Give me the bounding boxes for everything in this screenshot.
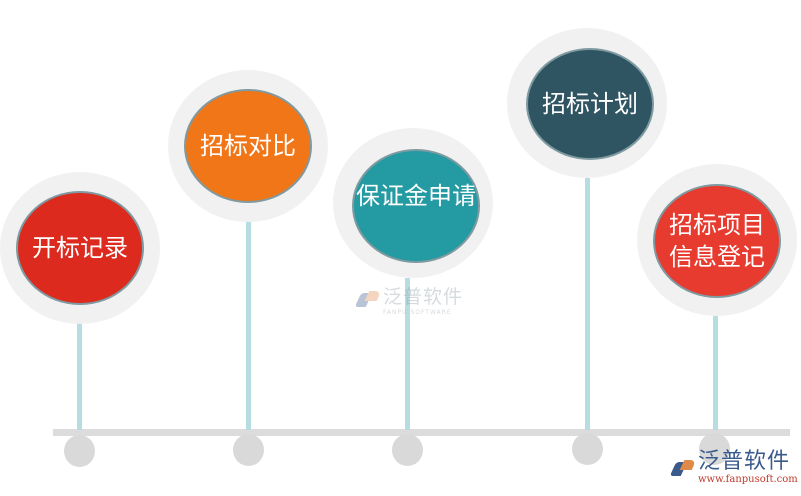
- timeline-dot-3: [392, 434, 423, 466]
- node-baozhengjin-shenqing[interactable]: 保证金申请: [354, 151, 478, 261]
- node-label: 开标记录: [32, 234, 128, 262]
- timeline-dot-2: [233, 434, 264, 466]
- watermark-en: FANPU SOFTWARE: [383, 309, 452, 316]
- node-label: 招标项目 信息登记: [669, 211, 765, 271]
- node-label: 招标对比: [200, 132, 296, 160]
- stem-2: [246, 222, 251, 430]
- node-kaibiao-jilu[interactable]: 开标记录: [18, 193, 142, 303]
- watermark-cn: 泛普软件: [383, 286, 464, 308]
- timeline-bar: [53, 429, 790, 436]
- node-zhaobiao-jihua[interactable]: 招标计划: [528, 50, 652, 158]
- node-zhaobiao-xiangmu-xinxi-dengji[interactable]: 招标项目 信息登记: [655, 186, 779, 296]
- stem-5: [713, 316, 718, 430]
- node-label: 保证金申请: [356, 182, 476, 210]
- watermark-corner: 泛普软件 www.fanpusoft.com: [669, 449, 798, 485]
- timeline-dot-4: [572, 433, 603, 465]
- fanpu-logo-icon: [354, 289, 382, 309]
- watermark-center: 泛普软件 FANPU SOFTWARE: [354, 282, 464, 316]
- watermark-cn: 泛普软件: [698, 449, 791, 474]
- timeline-dot-5: [699, 433, 730, 465]
- node-zhaobiao-duibi[interactable]: 招标对比: [186, 91, 310, 201]
- stem-1: [77, 322, 82, 430]
- stem-3: [405, 278, 410, 430]
- node-label: 招标计划: [542, 90, 638, 118]
- watermark-url: www.fanpusoft.com: [698, 474, 798, 485]
- timeline-dot-1: [64, 435, 95, 467]
- stem-4: [585, 178, 590, 430]
- fanpu-logo-icon: [669, 458, 697, 478]
